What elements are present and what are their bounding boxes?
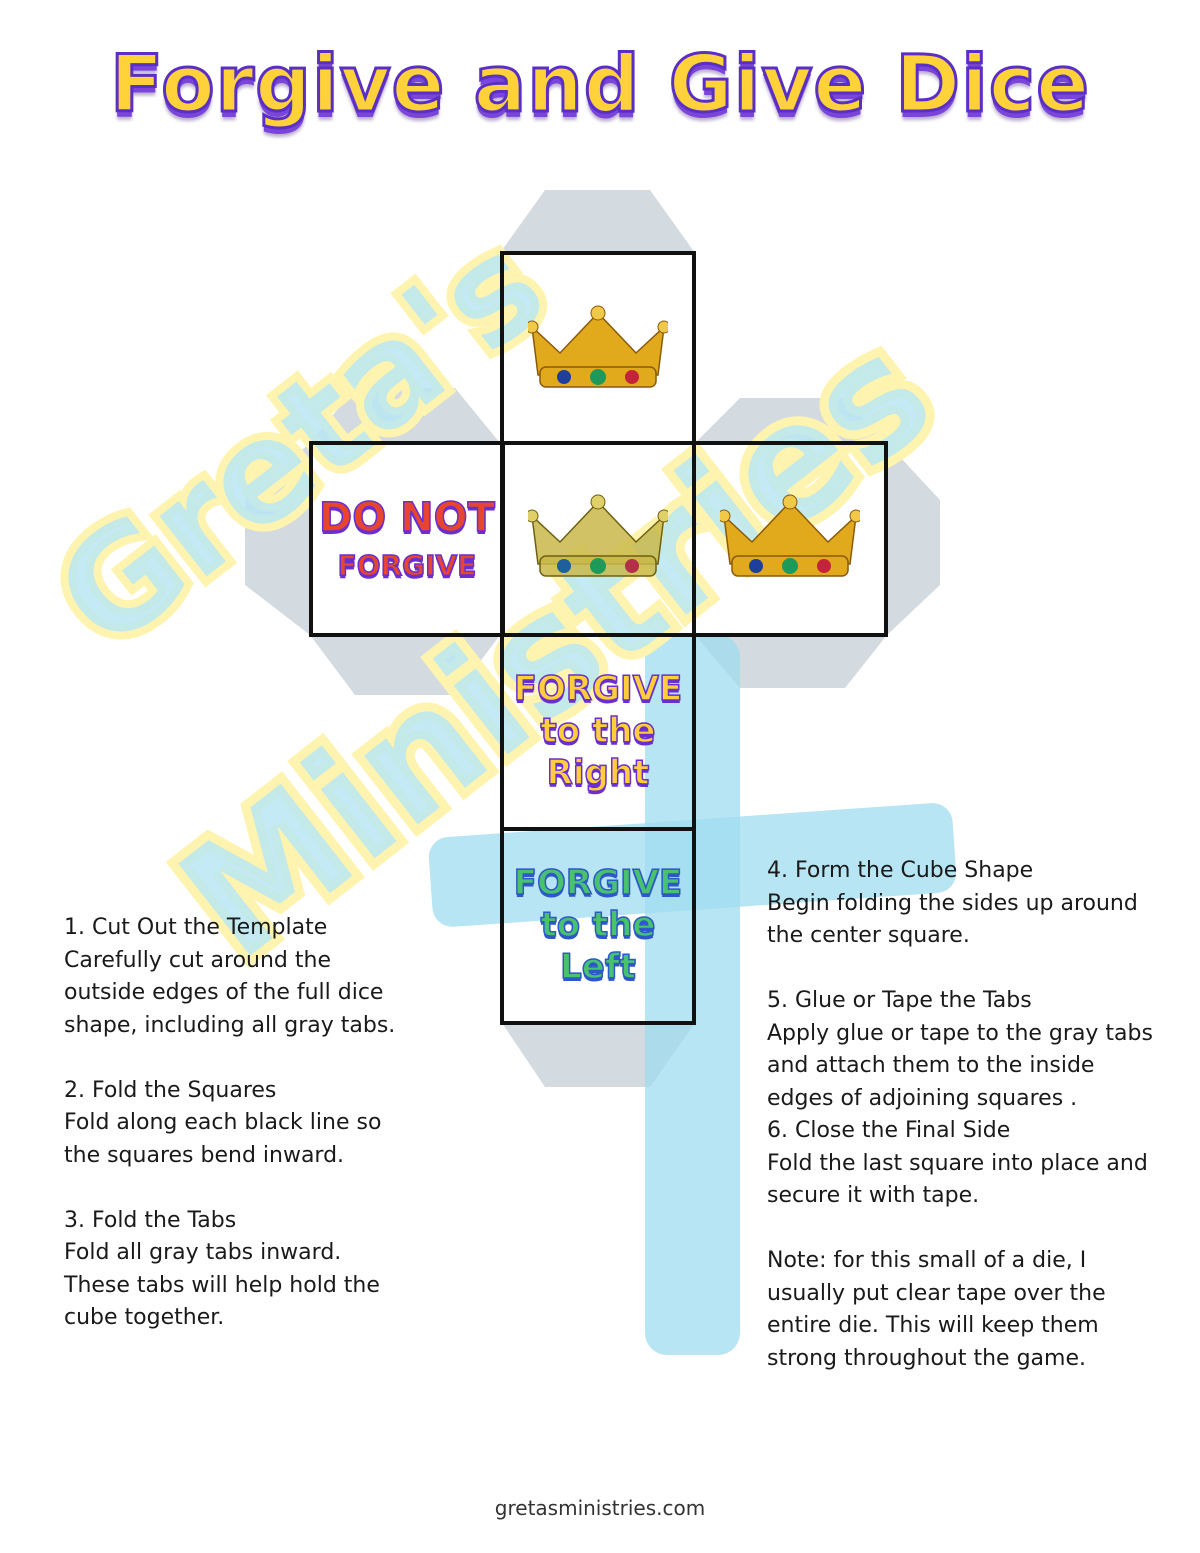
- right-tab-top: [695, 398, 887, 443]
- step-1: 1. Cut Out the Template Carefully cut ar…: [64, 912, 414, 1042]
- face-bottom-line2: to the: [540, 905, 656, 946]
- face-bottom: FORGIVE to the Left: [500, 827, 696, 1025]
- face-left-line2: FORGIVE: [337, 549, 477, 583]
- step-4: 4. Form the Cube Shape Begin folding the…: [767, 855, 1162, 953]
- step-heading: 5. Glue or Tape the Tabs: [767, 988, 1032, 1013]
- step-body: Fold all gray tabs inward. These tabs wi…: [64, 1240, 380, 1330]
- right-tab-side: [887, 443, 940, 635]
- step-body: Apply glue or tape to the gray tabs and …: [767, 1020, 1153, 1111]
- crown-icon: [720, 494, 860, 577]
- face-bottom-line3: Left: [559, 946, 636, 987]
- right-tab-bottom: [695, 635, 887, 688]
- step-body: Fold along each black line so the square…: [64, 1110, 382, 1168]
- step-2: 2. Fold the Squares Fold along each blac…: [64, 1075, 414, 1173]
- footer-url: gretasministries.com: [494, 1496, 706, 1520]
- crown-icon: [528, 305, 668, 388]
- step-body: Carefully cut around the outside edges o…: [64, 947, 396, 1038]
- instructions-left: 1. Cut Out the Template Carefully cut ar…: [64, 912, 414, 1367]
- note-body: Note: for this small of a die, I usually…: [767, 1248, 1106, 1371]
- face-middle-line3: Right: [546, 752, 650, 793]
- left-tab-side: [245, 443, 310, 635]
- step-3: 3. Fold the Tabs Fold all gray tabs inwa…: [64, 1205, 414, 1335]
- step-heading: 6. Close the Final Side: [767, 1118, 1011, 1143]
- face-right: [692, 441, 888, 637]
- instructions-right: 4. Form the Cube Shape Begin folding the…: [767, 855, 1162, 1375]
- top-tab: [500, 190, 695, 253]
- face-middle: FORGIVE to the Right: [500, 633, 696, 831]
- face-bottom-line1: FORGIVE: [513, 863, 683, 904]
- step-heading: 1. Cut Out the Template: [64, 915, 328, 940]
- left-tab-bottom: [310, 635, 500, 695]
- left-tab-top: [310, 388, 500, 443]
- page-title: Forgive and Give Dice: [108, 39, 1091, 132]
- crown-icon: [528, 494, 668, 577]
- note: Note: for this small of a die, I usually…: [767, 1245, 1162, 1375]
- step-body: Begin folding the sides up around the ce…: [767, 890, 1138, 949]
- step-heading: 4. Form the Cube Shape: [767, 858, 1034, 883]
- step-heading: 2. Fold the Squares: [64, 1077, 277, 1103]
- face-middle-line1: FORGIVE: [513, 669, 683, 710]
- step-heading: 3. Fold the Tabs: [64, 1207, 237, 1233]
- step-5: 5. Glue or Tape the Tabs Apply glue or t…: [767, 985, 1162, 1115]
- face-top: [500, 251, 696, 445]
- face-middle-line2: to the: [540, 711, 656, 752]
- face-left-line1: DO NOT: [318, 495, 495, 542]
- face-center: [500, 441, 696, 637]
- step-body: Fold the last square into place and secu…: [767, 1150, 1148, 1209]
- face-left: DO NOT FORGIVE: [309, 441, 505, 637]
- step-6: 6. Close the Final Side Fold the last sq…: [767, 1115, 1162, 1213]
